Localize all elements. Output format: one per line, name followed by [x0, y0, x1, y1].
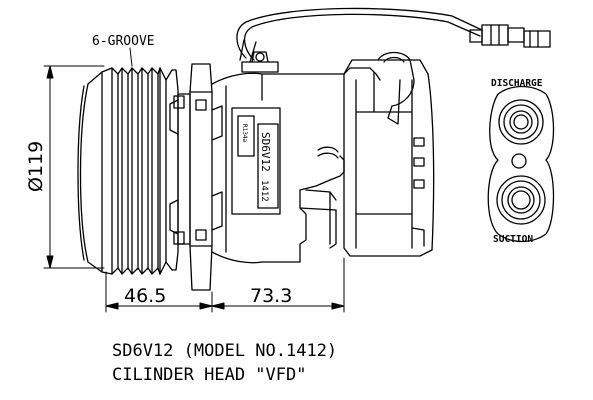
rear-head: [343, 51, 435, 257]
label-plate: SD6V12 1412 R134a: [231, 107, 281, 215]
caption-model: SD6V12 (MODEL NO.1412): [112, 341, 337, 361]
plate-model-text: SD6V12: [259, 132, 272, 172]
front-housing: [165, 63, 223, 291]
diameter-label: Ø119: [25, 141, 47, 192]
groove-label: 6-GROOVE: [92, 34, 155, 49]
compressor-body: [211, 51, 381, 264]
dimension-right-label: 73.3: [250, 285, 292, 307]
discharge-port-icon: [498, 99, 544, 145]
plate-ref-text: R134a: [241, 124, 248, 142]
wire-harness: [236, 7, 483, 63]
bolt-hole-icon: [511, 153, 527, 169]
dimension-lines: [43, 47, 345, 313]
suction-label: SUCTION: [493, 234, 533, 245]
dimension-left-label: 46.5: [124, 285, 166, 307]
plate-number-text: 1412: [259, 180, 269, 202]
caption-head: CILINDER HEAD "VFD": [112, 365, 306, 385]
port-view: [487, 85, 555, 243]
pulley-6-groove: [77, 67, 167, 275]
suction-port-icon: [496, 175, 546, 225]
discharge-label: DISCHARGE: [491, 78, 543, 89]
electrical-connector: [469, 24, 551, 48]
